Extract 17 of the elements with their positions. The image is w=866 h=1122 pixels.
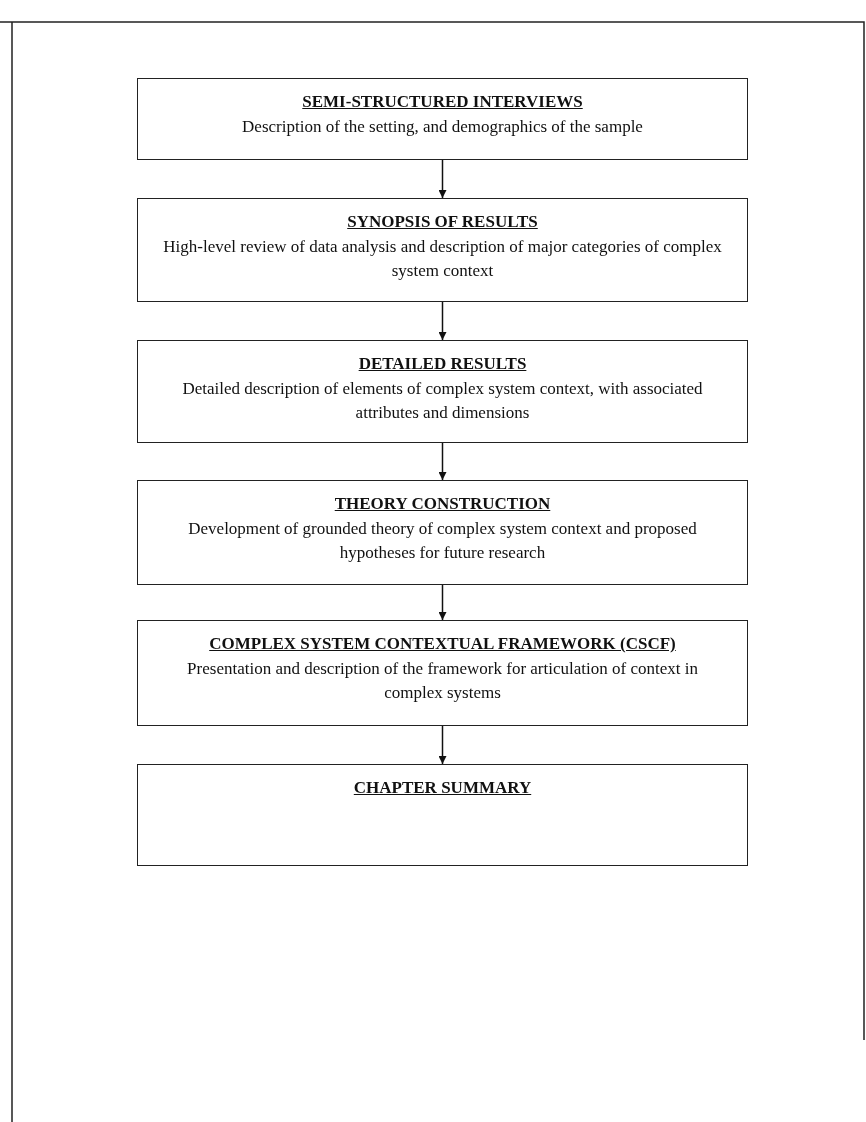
box-heading: THEORY CONSTRUCTION (334, 493, 551, 515)
process-box (137, 764, 748, 866)
box-description: Description of the setting, and demographics of the sample (242, 116, 643, 138)
box-description: High-level review of data analysis and description of major categories of complex system context (162, 236, 723, 282)
box-heading: SYNOPSIS OF RESULTS (347, 211, 538, 233)
process-box (137, 198, 748, 302)
process-box (137, 620, 748, 726)
process-box (137, 78, 748, 160)
box-heading: COMPLEX SYSTEM CONTEXTUAL FRAMEWORK (CSCF) (209, 633, 676, 655)
process-box (137, 480, 748, 585)
box-description: Presentation and description of the framework for articulation of context in complex systems (186, 658, 699, 704)
box-heading: SEMI-STRUCTURED INTERVIEWS (302, 91, 583, 113)
box-description: Development of grounded theory of complex system context and proposed hypotheses for future research (187, 518, 698, 564)
box-heading: CHAPTER SUMMARY (353, 777, 532, 799)
box-description: Detailed description of elements of complex system context, with associated attributes and dimensions (181, 378, 704, 424)
box-heading: DETAILED RESULTS (358, 353, 527, 375)
process-box (137, 340, 748, 443)
